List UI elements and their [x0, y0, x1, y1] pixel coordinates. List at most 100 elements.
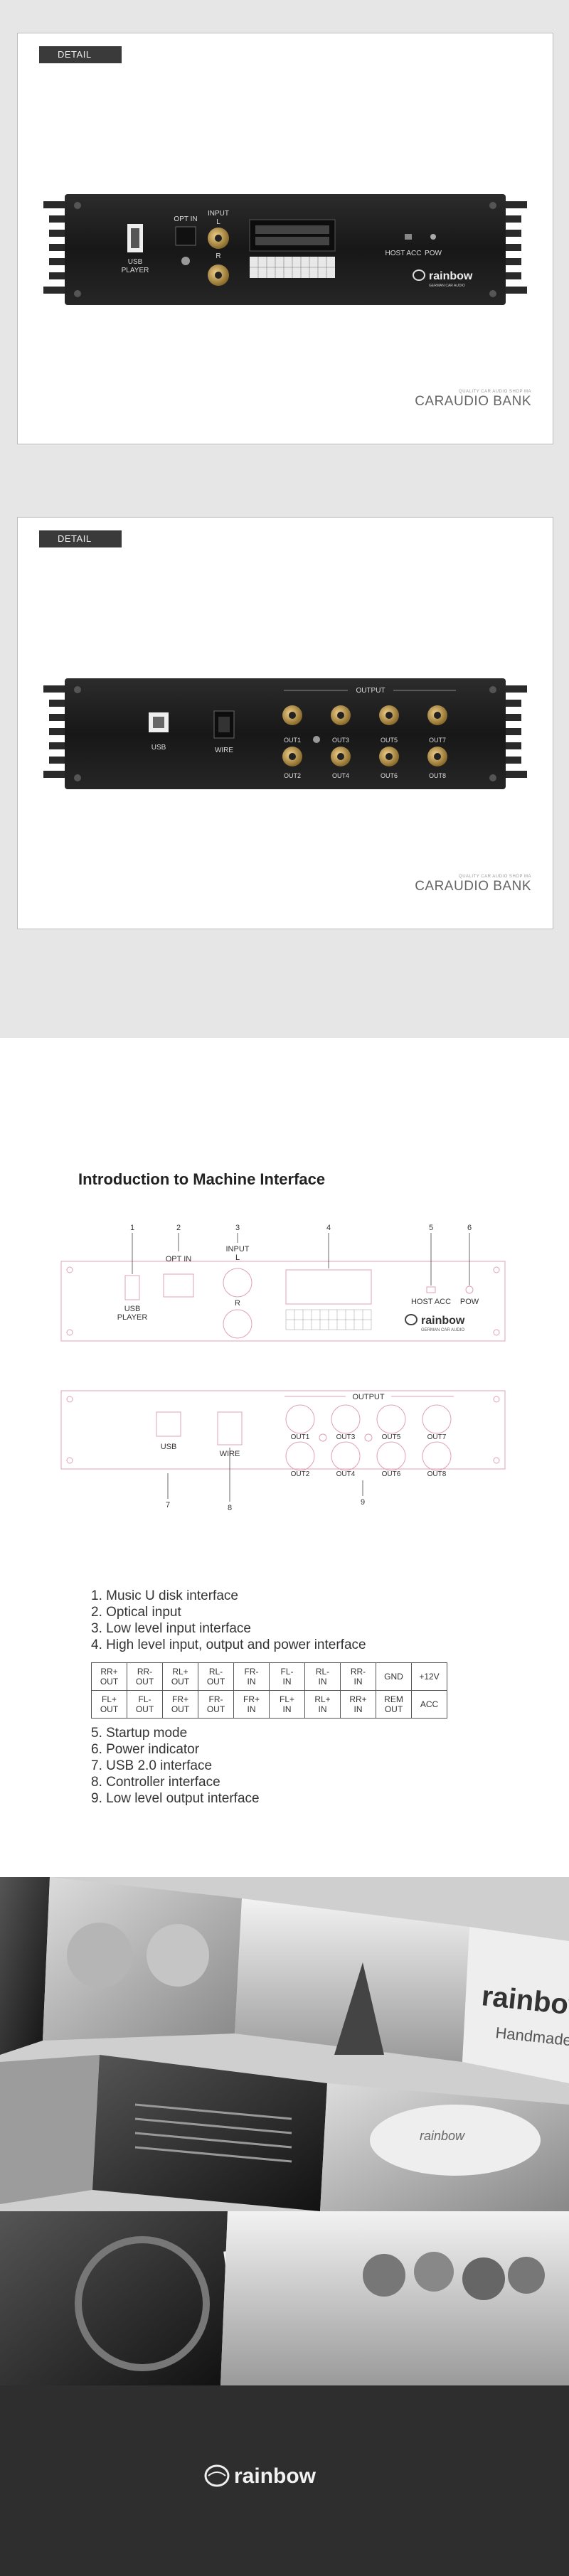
callout-5: 5 — [429, 1224, 433, 1232]
callout-8: 8 — [228, 1504, 232, 1512]
table-row: RR+OUT RR-OUT RL+OUT RL-OUT FR-IN FL-IN … — [91, 1662, 447, 1691]
input-l-label: L — [216, 218, 220, 226]
interface-list-b: 5. Startup mode 6. Power indicator 7. US… — [91, 1725, 260, 1807]
host-acc-label: HOST ACC — [385, 250, 422, 257]
watermark-tagline: QUALITY CAR AUDIO SHOP MA — [459, 390, 531, 394]
diag-rainbow-logo: rainbow GERMAN CAR AUDIO — [405, 1314, 465, 1332]
opt-in-label: OPT IN — [174, 215, 197, 223]
table-cell: RL+OUT — [162, 1662, 198, 1691]
diag-brand-text: rainbow — [421, 1315, 465, 1327]
diag-usb2-label: USB — [161, 1443, 177, 1451]
diag-out1-label: OUT1 — [291, 1433, 310, 1441]
pinout-table: RR+OUT RR-OUT RL+OUT RL-OUT FR-IN FL-IN … — [91, 1662, 447, 1719]
table-cell: FL-OUT — [127, 1690, 163, 1719]
table-cell: +12V — [411, 1662, 447, 1691]
watermark-text: CARAUDIO BANK — [415, 879, 531, 894]
table-cell: FL-IN — [269, 1662, 305, 1691]
diag-opt-in-label: OPT IN — [166, 1255, 192, 1263]
diag-wire-label: WIRE — [220, 1450, 240, 1458]
diag-out4-label: OUT4 — [336, 1470, 356, 1478]
diag-pow-label: POW — [460, 1298, 479, 1306]
photo-tile-1 — [0, 1877, 50, 2055]
callout-2: 2 — [176, 1224, 181, 1232]
diag-out6-label: OUT6 — [382, 1470, 401, 1478]
rainbow-logo: rainbow GERMAN CAR AUDIO — [413, 269, 473, 288]
list-item: 7. USB 2.0 interface — [91, 1758, 213, 1773]
table-cell: FR-OUT — [198, 1690, 234, 1719]
brand-tag: GERMAN CAR AUDIO — [429, 284, 465, 288]
diag-out2-label: OUT2 — [291, 1470, 310, 1478]
diag-out8-label: OUT8 — [427, 1470, 447, 1478]
photo-tile-friends — [220, 2211, 569, 2385]
table-cell: RR-IN — [340, 1662, 376, 1691]
photo-tile-couple — [43, 1877, 242, 2041]
pow-label: POW — [425, 250, 442, 257]
table-cell: GND — [376, 1662, 412, 1691]
table-row: FL+OUT FL-OUT FR+OUT FR-OUT FR+IN FL+IN … — [91, 1690, 447, 1719]
list-item: 8. Controller interface — [91, 1775, 220, 1790]
output-jacks-top — [282, 705, 447, 725]
amplifier-output-side-photo: USB WIRE OUTPUT OUT1 OUT3 OUT5 OUT7 OUT2… — [43, 678, 527, 789]
photo-tile-road — [235, 1898, 469, 2062]
table-cell: FR+OUT — [162, 1690, 198, 1719]
interface-list-a: 1. Music U disk interface 2. Optical inp… — [91, 1588, 366, 1653]
list-item: 1. Music U disk interface — [91, 1588, 238, 1603]
wire-label: WIRE — [215, 747, 233, 754]
interface-intro-section — [0, 1038, 569, 1877]
footer: rainbow — [0, 2385, 569, 2576]
diag-out5-label: OUT5 — [382, 1433, 401, 1441]
table-cell: RR+OUT — [91, 1662, 127, 1691]
callout-6: 6 — [467, 1224, 472, 1232]
diag-out3-label: OUT3 — [336, 1433, 356, 1441]
diag-out7-label: OUT7 — [427, 1433, 447, 1441]
diag-usb-label: USB — [124, 1305, 141, 1313]
output-jacks-bottom — [282, 747, 447, 766]
player-label: PLAYER — [122, 267, 149, 274]
list-item: 2. Optical input — [91, 1605, 181, 1620]
table-cell: FL+IN — [269, 1690, 305, 1719]
footer-logo-text: rainbow — [234, 2464, 317, 2488]
output-label: OUTPUT — [356, 687, 385, 695]
table-cell: ACC — [411, 1690, 447, 1719]
harness-connector — [249, 219, 336, 252]
out2-label: OUT2 — [284, 772, 301, 779]
input-label: INPUT — [208, 210, 229, 218]
detail-tag: DETAIL — [39, 530, 122, 547]
watermark: QUALITY CAR AUDIO SHOP MA CARAUDIO BANK — [415, 875, 531, 894]
detail-panel-output-side: DETAIL USB WIRE O — [17, 517, 553, 929]
photo-tile-brand — [462, 1927, 569, 2083]
callout-7: 7 — [166, 1501, 170, 1509]
watermark-text: CARAUDIO BANK — [415, 394, 531, 409]
detail-tag: DETAIL — [39, 46, 122, 63]
photo-tile-coil — [92, 2055, 327, 2211]
detail-panel-input-side: DETAIL USB PLAYER — [17, 33, 553, 444]
usb-label: USB — [128, 258, 143, 266]
diag-brand-tag: GERMAN CAR AUDIO — [421, 1328, 464, 1332]
watermark-tagline: QUALITY CAR AUDIO SHOP MA — [459, 875, 531, 879]
brand-logo-text: rainbow — [429, 270, 473, 282]
list-item: 5. Startup mode — [91, 1726, 188, 1741]
table-cell: FL+OUT — [91, 1690, 127, 1719]
diag-r-label: R — [235, 1299, 240, 1308]
photo-tile-speaker — [0, 2055, 100, 2204]
intro-title: Introduction to Machine Interface — [78, 1170, 326, 1188]
table-cell: RL-OUT — [198, 1662, 234, 1691]
footer-rainbow-logo: rainbow — [204, 2464, 317, 2488]
out1-label: OUT1 — [284, 737, 301, 744]
list-item: 3. Low level input interface — [91, 1621, 251, 1636]
table-cell: RR+IN — [340, 1690, 376, 1719]
callout-3: 3 — [235, 1224, 240, 1232]
out7-label: OUT7 — [429, 737, 446, 744]
callout-1: 1 — [130, 1224, 134, 1232]
photo-tile-woofer — [0, 2211, 228, 2385]
out3-label: OUT3 — [332, 737, 349, 744]
callout-4: 4 — [326, 1224, 331, 1232]
lifestyle-photo-collage: rainbow Handmade rainbow — [0, 1877, 569, 2385]
list-item: 4. High level input, output and power in… — [91, 1637, 366, 1652]
out6-label: OUT6 — [381, 772, 398, 779]
heatsink-fins-right — [499, 201, 527, 294]
collage-photo-text: rainbow — [420, 2129, 465, 2143]
table-cell: RR-OUT — [127, 1662, 163, 1691]
diag-input-label: INPUT — [226, 1245, 250, 1254]
